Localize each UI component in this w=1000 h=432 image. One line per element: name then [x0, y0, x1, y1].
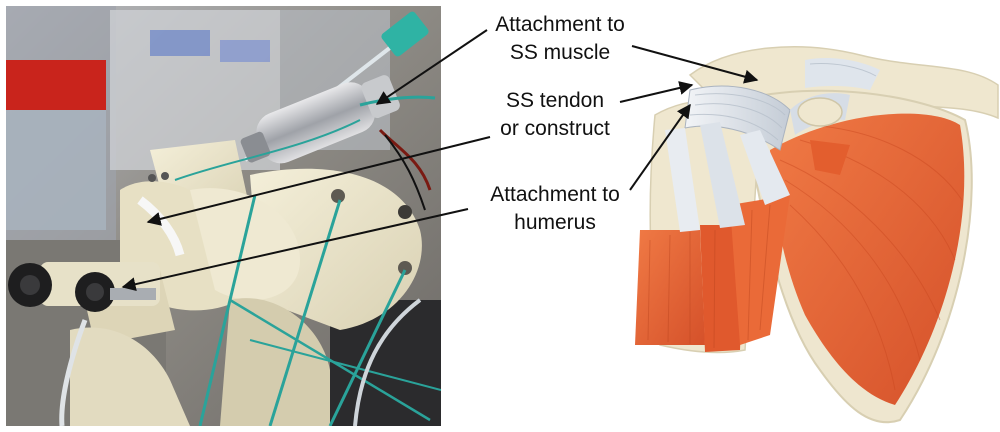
arrow-humerus-to-photo	[121, 208, 469, 292]
arrow-tendon-to-photo	[146, 136, 491, 226]
label-tendon: SS tendon or construct	[500, 89, 610, 140]
arrow-muscle-to-photo	[375, 29, 488, 105]
arrow-tendon-to-illustration	[619, 81, 694, 103]
callout-arrows	[121, 29, 759, 292]
arrow-humerus-to-illustration	[629, 103, 691, 191]
label-humerus-attachment-line2: humerus	[514, 211, 596, 234]
label-tendon-line2: or construct	[500, 117, 610, 140]
label-muscle-attachment: Attachment to SS muscle	[495, 13, 625, 64]
shoulder-anatomy-illustration	[635, 46, 999, 424]
label-muscle-attachment-line2: SS muscle	[510, 41, 610, 64]
label-humerus-attachment: Attachment to humerus	[490, 183, 620, 234]
label-muscle-attachment-line1: Attachment to	[495, 13, 625, 36]
rig-photo	[6, 6, 441, 426]
arrow-muscle-to-illustration	[631, 45, 759, 84]
label-humerus-attachment-line1: Attachment to	[490, 183, 620, 206]
label-tendon-line1: SS tendon	[506, 89, 604, 112]
